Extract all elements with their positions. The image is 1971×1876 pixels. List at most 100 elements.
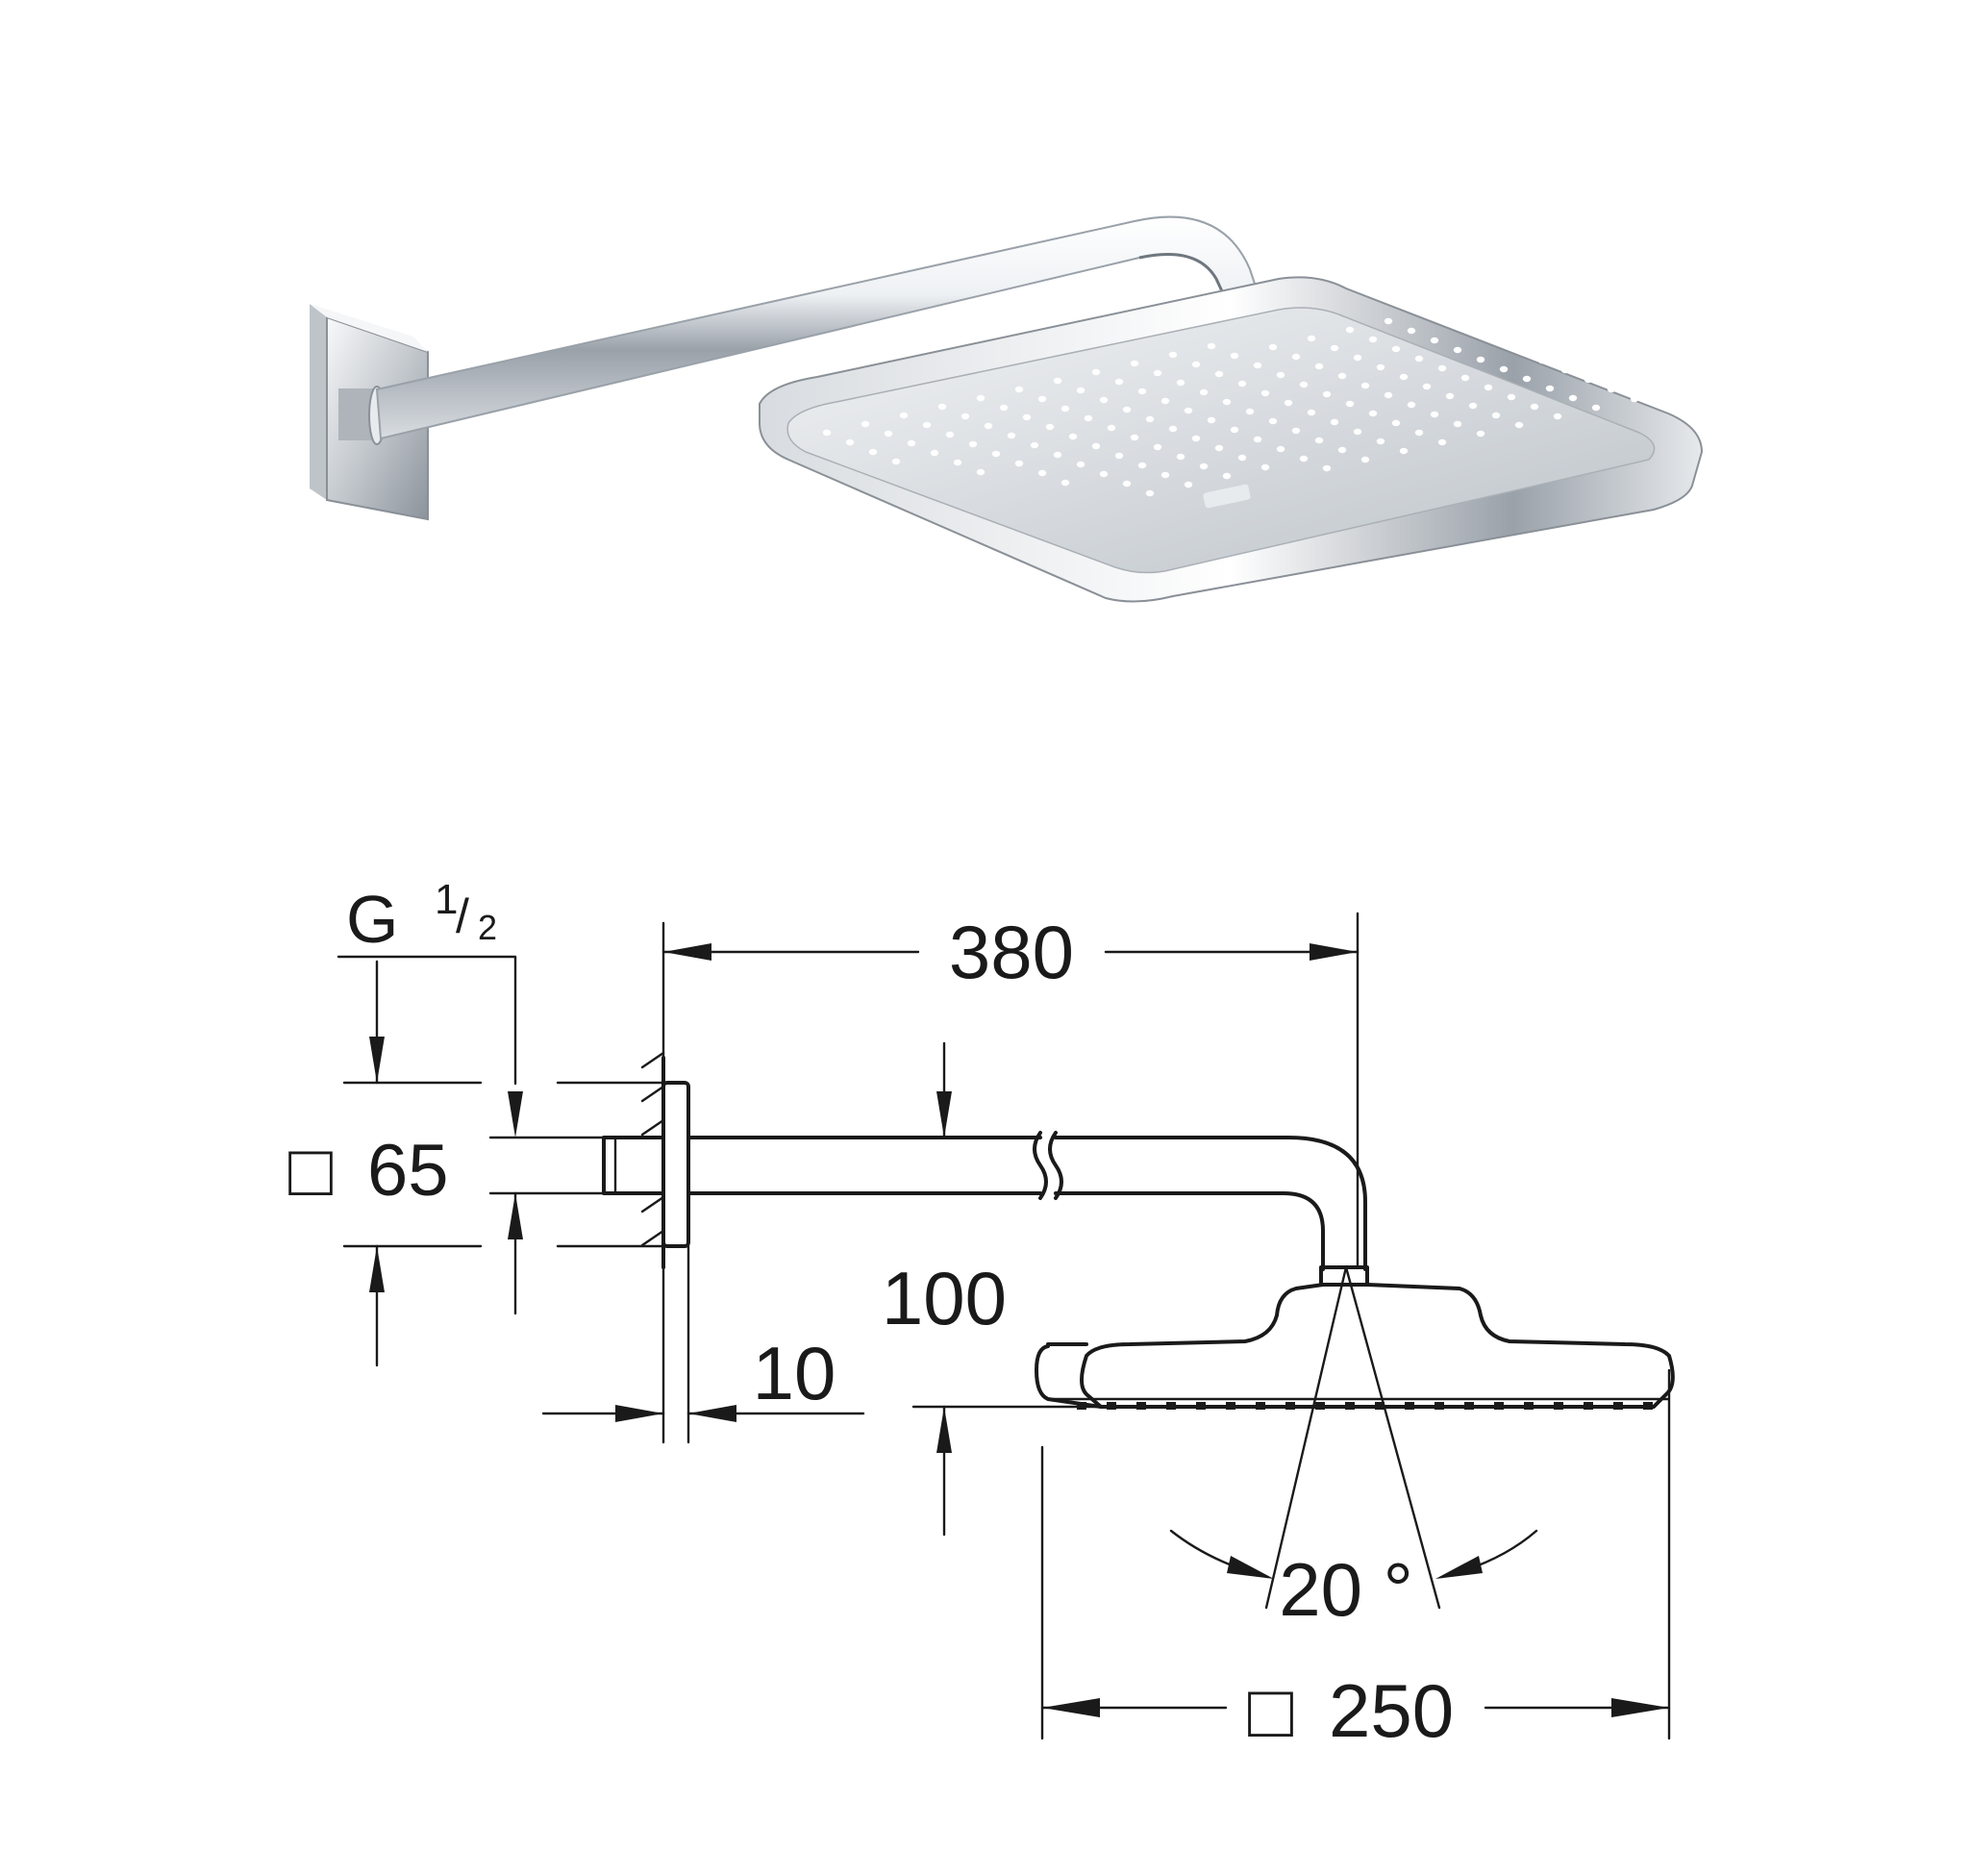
profile-nozzle <box>1196 1402 1206 1410</box>
nozzle-dot <box>1430 337 1439 344</box>
nozzle-dot <box>1584 376 1593 384</box>
nozzle-dot <box>1491 412 1501 419</box>
nozzle-dot <box>1199 463 1209 470</box>
profile-nozzle <box>1405 1402 1414 1410</box>
profile-nozzle <box>1435 1402 1444 1410</box>
thread-label: G <box>346 882 398 957</box>
nozzle-dot <box>1507 393 1516 401</box>
nozzle-dot <box>1176 453 1185 461</box>
nozzle-dot <box>1307 335 1316 342</box>
profile-nozzle <box>1464 1402 1474 1410</box>
nozzle-dot <box>968 440 978 448</box>
nozzle-dot <box>937 403 947 411</box>
nozzle-dot <box>930 449 939 457</box>
nozzle-dot <box>1422 383 1432 390</box>
nozzle-dot <box>1476 356 1485 363</box>
profile-nozzle <box>1554 1402 1563 1410</box>
nozzle-dot <box>1430 411 1439 418</box>
nozzle-dot <box>1037 395 1047 403</box>
nozzle-dot <box>1253 436 1262 443</box>
nozzle-dot <box>1191 361 1201 368</box>
nozzle-dot <box>1522 375 1532 383</box>
overhead-shower-with-wall-arm-icon <box>310 215 1704 603</box>
nozzle-dot <box>1284 399 1293 407</box>
nozzle-pattern <box>822 309 1639 497</box>
nozzle-dot <box>1414 355 1424 363</box>
profile-nozzle <box>1643 1402 1653 1410</box>
nozzle-dot <box>1460 374 1470 382</box>
arm-profile <box>686 1131 1367 1271</box>
nozzle-dot <box>822 429 832 437</box>
nozzle-dot <box>1114 452 1124 460</box>
nozzle-dot <box>1160 397 1170 405</box>
profile-nozzle <box>1613 1402 1623 1410</box>
nozzle-dot <box>1076 387 1085 394</box>
nozzle-dot <box>1053 377 1062 385</box>
nozzle-dot <box>1330 344 1339 352</box>
nozzle-dot <box>1014 386 1024 393</box>
tilt-angle-value: 20 ° <box>1279 1547 1413 1632</box>
nozzle-dot <box>1230 426 1239 434</box>
nozzle-dot <box>1137 388 1147 395</box>
nozzle-dot <box>1376 363 1385 371</box>
profile-nozzle <box>1315 1402 1325 1410</box>
nozzle-dot <box>1160 471 1170 479</box>
nozzle-dot <box>1391 345 1401 353</box>
nozzle-dot <box>1099 396 1109 404</box>
nozzle-dot <box>1530 403 1539 411</box>
nozzle-dot <box>984 422 993 430</box>
nozzle-dot <box>1237 380 1247 388</box>
nozzle-dot <box>1384 391 1393 399</box>
nozzle-dot <box>1007 432 1016 439</box>
nozzle-dot <box>1214 370 1224 378</box>
nozzle-dot <box>845 438 855 446</box>
wall-flange-illustration <box>310 304 429 521</box>
nozzle-dot <box>1122 406 1132 413</box>
profile-nozzle <box>1256 1402 1265 1410</box>
nozzle-dot <box>1245 408 1255 415</box>
nozzle-dot <box>1145 415 1155 423</box>
nozzle-dot <box>1391 419 1401 427</box>
nozzle-dot <box>1453 420 1462 428</box>
wall-gap-value: 10 <box>753 1331 836 1415</box>
nozzle-dot <box>1514 421 1524 429</box>
nozzle-dot <box>1322 464 1332 472</box>
nozzle-dot <box>1037 469 1047 477</box>
nozzle-dot <box>1030 441 1039 449</box>
nozzle-dot <box>1222 398 1232 406</box>
nozzle-dot <box>1107 424 1116 432</box>
nozzle-dot <box>1276 445 1285 453</box>
thread-sep: / <box>456 889 469 943</box>
nozzle-dot <box>1137 462 1147 469</box>
arm-drop-value: 100 <box>882 1256 1007 1340</box>
nozzle-dot <box>991 450 1001 458</box>
nozzle-dot <box>1537 357 1547 364</box>
nozzle-dot <box>1184 481 1193 488</box>
nozzle-dot <box>1360 456 1370 463</box>
nozzle-dot <box>1168 351 1178 359</box>
flange-size-dimension: □ 65 <box>288 960 665 1367</box>
head-size-value: 250 <box>1329 1668 1454 1753</box>
nozzle-dot <box>1491 338 1501 345</box>
nozzle-dot <box>1330 418 1339 426</box>
nozzle-dot <box>1407 327 1416 335</box>
nozzle-dot <box>976 394 986 402</box>
nozzle-dot <box>1268 343 1278 351</box>
wall-gap-dimension: 10 <box>541 1244 865 1444</box>
nozzle-dot <box>1184 407 1193 414</box>
nozzle-dot <box>1360 382 1370 389</box>
arm-drop-dimension: 100 <box>882 1041 1103 1537</box>
nozzle-dot <box>922 421 932 429</box>
nozzle-dot <box>945 431 955 438</box>
profile-nozzle <box>1584 1402 1593 1410</box>
nozzle-dot <box>1230 352 1239 360</box>
nozzle-dot <box>1345 400 1355 408</box>
shower-head-profile <box>1035 1265 1675 1410</box>
nozzle-dot <box>1084 414 1093 422</box>
nozzle-dot <box>1260 463 1270 471</box>
nozzle-dot <box>1368 336 1378 343</box>
nozzle-dot <box>1399 373 1409 381</box>
connection-thread-callout: G 1 / 2 <box>337 876 523 1315</box>
nozzle-dot <box>1130 434 1139 441</box>
nozzle-dot <box>1468 328 1478 336</box>
